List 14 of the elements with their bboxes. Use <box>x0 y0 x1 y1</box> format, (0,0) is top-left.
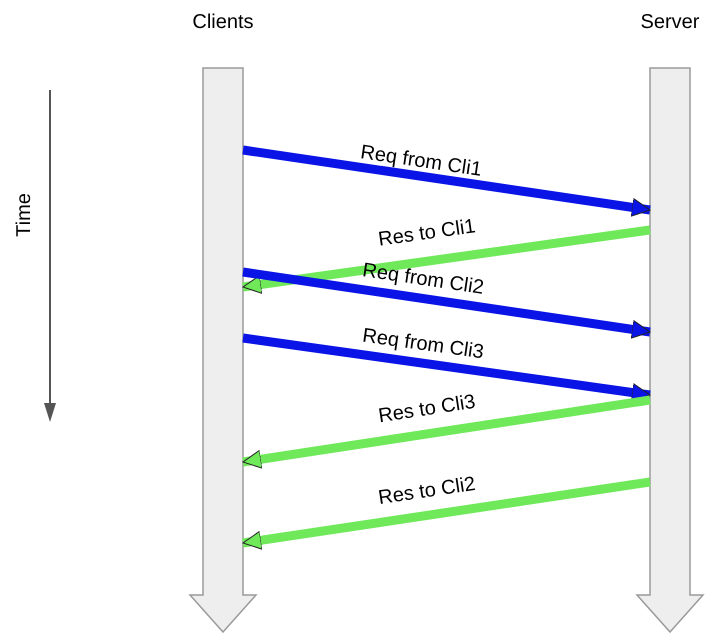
edge-label: Req from Cli3 <box>361 324 486 364</box>
arrow <box>242 478 651 550</box>
edge-label: Res to Cli1 <box>376 215 477 251</box>
edge-label: Res to Cli3 <box>376 390 477 428</box>
arrow <box>242 396 651 469</box>
edge-label: Res to Cli2 <box>376 472 477 510</box>
lifeline-heading: Server <box>640 10 700 35</box>
edge-label: Req from Cli1 <box>359 141 484 181</box>
arrow <box>242 226 651 294</box>
arrow <box>242 268 651 339</box>
axis-label: Time <box>12 193 35 237</box>
lifeline-heading: Clients <box>191 10 255 35</box>
arrow <box>242 146 651 217</box>
edge-label: Req from Cli2 <box>361 259 486 299</box>
